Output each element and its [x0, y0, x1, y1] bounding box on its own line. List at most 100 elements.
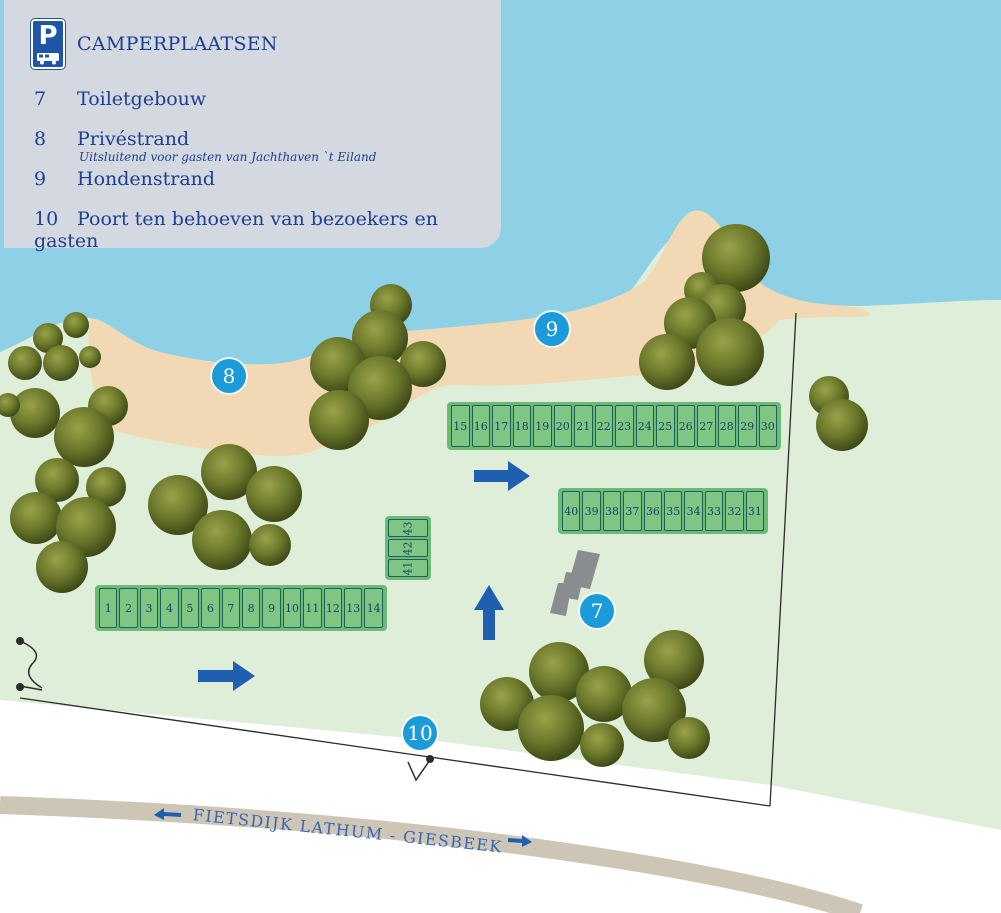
camper-spot[interactable]: 5	[180, 588, 200, 628]
legend-label: Privéstrand	[77, 128, 190, 150]
camper-spot-number: 26	[678, 419, 693, 433]
camper-spot[interactable]: 39	[582, 491, 601, 531]
legend-item-private-beach: 8 Privéstrand	[34, 128, 189, 150]
camper-spot[interactable]: 32	[725, 491, 744, 531]
camper-spot[interactable]: 36	[643, 491, 663, 531]
camper-spot-number: 37	[625, 504, 640, 518]
camper-spot-number: 1	[104, 601, 112, 615]
camper-spot[interactable]: 31	[745, 491, 765, 531]
legend-num: 7	[34, 88, 47, 110]
toilet-building	[550, 550, 600, 616]
camper-spot[interactable]: 7	[221, 588, 240, 628]
legend-label: Hondenstrand	[77, 168, 216, 190]
camper-spot[interactable]: 25	[656, 405, 675, 447]
camper-van-icon	[37, 53, 59, 65]
legend-private-beach-note: Uitsluitend voor gasten van Jachthaven `…	[79, 150, 377, 164]
legend-item-toilet: 7 Toiletgebouw	[34, 88, 206, 110]
camper-spot[interactable]: 23	[615, 405, 634, 447]
camper-spot[interactable]: 15	[451, 405, 470, 447]
camper-spot-number: 31	[747, 504, 762, 518]
camper-spot[interactable]: 11	[303, 588, 322, 628]
camper-spot-number: 9	[268, 601, 276, 615]
marker-private-beach[interactable]: 8	[212, 359, 246, 393]
camper-spot-number: 40	[564, 504, 579, 518]
camper-spot-number: 35	[666, 504, 681, 518]
legend-label: Poort ten behoeven van bezoekers en gast…	[34, 208, 438, 252]
camper-spot[interactable]: 29	[738, 405, 757, 447]
camper-spot[interactable]: 24	[635, 405, 654, 447]
camper-spot[interactable]: 40	[562, 491, 581, 531]
camper-spot-number: 7	[227, 601, 235, 615]
camper-spot[interactable]: 26	[676, 405, 695, 447]
camper-spot[interactable]: 10	[282, 588, 302, 628]
camper-spot[interactable]: 12	[323, 588, 343, 628]
camper-spot[interactable]: 4	[160, 588, 179, 628]
camper-spot[interactable]: 43	[388, 519, 428, 537]
camper-spot[interactable]: 19	[533, 405, 552, 447]
camper-spot[interactable]: 16	[471, 405, 490, 447]
camper-spot-number: 5	[186, 601, 194, 615]
camper-spot-number: 30	[760, 419, 775, 433]
legend-num: 8	[34, 128, 47, 150]
camper-spot-number: 3	[145, 601, 153, 615]
camper-spot-number: 25	[658, 419, 673, 433]
camper-spot[interactable]: 2	[119, 588, 138, 628]
camper-spot[interactable]: 17	[492, 405, 511, 447]
camper-spot[interactable]: 35	[664, 491, 683, 531]
gate-left	[16, 637, 43, 691]
camper-spot-number: 2	[125, 601, 133, 615]
camper-spot[interactable]: 33	[704, 491, 724, 531]
camper-spot-number: 34	[686, 504, 701, 518]
camper-spot[interactable]: 30	[758, 405, 777, 447]
legend-num: 10	[34, 208, 59, 230]
camper-spot-number: 42	[401, 541, 415, 555]
camper-spot[interactable]: 13	[344, 588, 363, 628]
camper-spot-number: 29	[740, 419, 755, 433]
camper-spot-number: 6	[206, 601, 214, 615]
camper-spot[interactable]: 28	[717, 405, 736, 447]
camper-spot-number: 38	[605, 504, 620, 518]
camper-spot[interactable]: 41	[388, 559, 428, 577]
gate-bottom	[407, 755, 434, 782]
camper-spot-number: 4	[165, 601, 173, 615]
camper-spot[interactable]: 9	[262, 588, 281, 628]
camper-spot-number: 22	[596, 419, 611, 433]
marker-dog-beach[interactable]: 9	[535, 312, 569, 346]
camper-spot[interactable]: 21	[574, 405, 593, 447]
camper-spot[interactable]: 42	[388, 539, 428, 557]
camper-spot[interactable]: 20	[553, 405, 572, 447]
marker-toilet-building[interactable]: 7	[580, 594, 614, 628]
camper-spot-number: 13	[346, 601, 361, 615]
legend-title: CAMPERPLAATSEN	[77, 33, 278, 55]
camper-spot[interactable]: 38	[602, 491, 622, 531]
marker-gate[interactable]: 10	[403, 716, 437, 750]
camper-spot[interactable]: 22	[594, 405, 613, 447]
camper-spot[interactable]: 6	[201, 588, 220, 628]
legend-label: Toiletgebouw	[77, 88, 207, 110]
camper-spot-number: 33	[707, 504, 722, 518]
camper-spot-number: 8	[247, 601, 255, 615]
camper-spot[interactable]: 27	[697, 405, 716, 447]
camper-spot[interactable]: 14	[364, 588, 383, 628]
fence-line	[19, 312, 797, 807]
camper-spot-number: 23	[617, 419, 632, 433]
sand-beach	[88, 210, 871, 457]
camper-spot[interactable]: 3	[139, 588, 159, 628]
camper-spot-number: 10	[285, 601, 299, 615]
camper-spot[interactable]: 8	[241, 588, 261, 628]
spot-column-41-43: 43 42 41	[385, 516, 431, 580]
camper-spot-number: 11	[305, 601, 320, 615]
camper-spot-number: 16	[473, 419, 488, 433]
camper-spot[interactable]: 1	[99, 588, 118, 628]
camper-spot[interactable]: 37	[623, 491, 642, 531]
camper-spot[interactable]: 34	[684, 491, 703, 531]
camper-spot-number: 15	[453, 419, 468, 433]
camper-spot[interactable]: 18	[512, 405, 531, 447]
